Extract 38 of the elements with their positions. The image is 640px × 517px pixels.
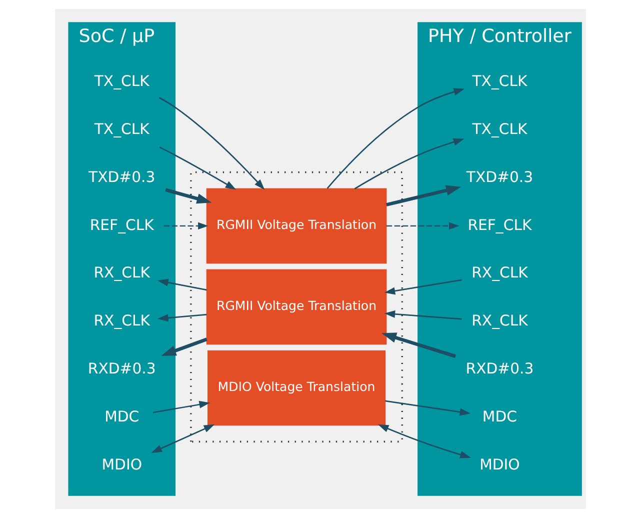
arrow (385, 184, 461, 206)
node-text: RX_CLK (93, 264, 150, 282)
arrow (381, 332, 456, 358)
node-text: REF_CLK (89, 216, 154, 234)
arrow (377, 424, 470, 458)
node-text: TX_CLK (94, 72, 149, 90)
arrow (158, 146, 236, 190)
node-text: RX_CLK (471, 264, 528, 282)
arrow (354, 138, 464, 189)
arrow (326, 88, 464, 188)
node-text: TXD#0.3 (466, 168, 533, 186)
node-text: RX_CLK (471, 312, 528, 330)
arrow (386, 222, 459, 229)
node-text: TX_CLK (94, 120, 149, 138)
arrow (384, 400, 470, 416)
cluster (190, 170, 402, 442)
arrow (157, 278, 206, 290)
node-text: TX_CLK (472, 120, 527, 138)
arrow (160, 337, 207, 356)
node-text: MDC (104, 408, 139, 426)
node-box: RGMII Voltage Translation (206, 188, 386, 264)
node-box: RGMII Voltage Translation (206, 268, 386, 344)
node-text: REF_CLK (467, 216, 532, 234)
arrow (150, 424, 214, 452)
arrow (152, 400, 210, 413)
node-text: RXD#0.3 (465, 360, 534, 378)
node-text: MDIO (479, 456, 520, 473)
node-text: MDIO (101, 456, 142, 473)
arrow (163, 222, 208, 229)
node-text: TX_CLK (472, 72, 527, 90)
arrow (384, 310, 462, 320)
node-text: RX_CLK (93, 312, 150, 330)
node-text: RXD#0.3 (87, 360, 156, 378)
node-text: TXD#0.3 (88, 168, 155, 186)
node-box: MDIO Voltage Translation (206, 350, 386, 426)
node-text: MDC (482, 408, 517, 426)
arrow (158, 96, 264, 190)
arrow (384, 278, 462, 294)
